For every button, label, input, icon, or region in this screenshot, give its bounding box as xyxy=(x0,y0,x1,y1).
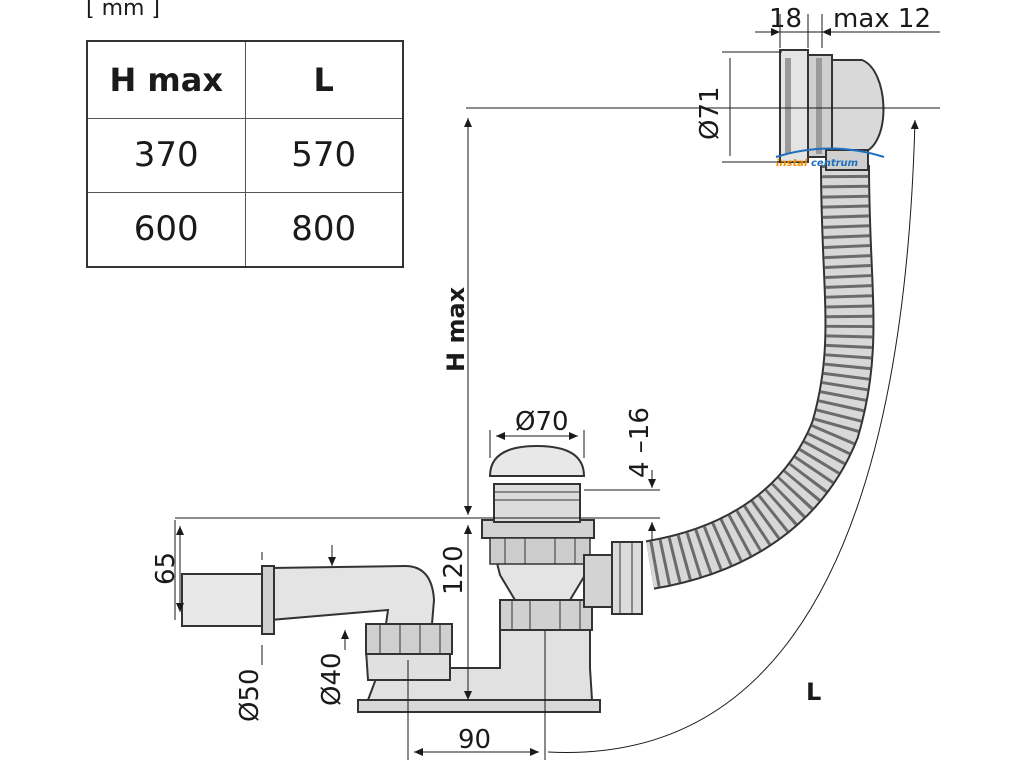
instalcentrum-logo: instal centrum xyxy=(775,147,885,169)
table-cell: 800 xyxy=(244,191,404,268)
dim-length-label: L xyxy=(806,678,821,706)
table-row: 600 800 xyxy=(86,191,404,268)
dimension-labels: 18 max 12 Ø71 H max Ø70 4 –16 120 65 Ø50… xyxy=(151,4,931,755)
dimension-lines xyxy=(174,14,940,760)
dim-waste-diameter: Ø70 xyxy=(515,407,569,437)
header-hmax: H max xyxy=(86,40,246,119)
svg-text:centrum: centrum xyxy=(811,158,858,169)
dim-max-label: max 12 xyxy=(833,4,931,34)
table-row: 370 570 xyxy=(86,118,404,193)
dim-outlet-diameter-40: Ø40 xyxy=(317,652,347,706)
table-cell: 570 xyxy=(244,118,404,193)
flexible-hose xyxy=(645,164,875,590)
dim-overflow-diameter: Ø71 xyxy=(695,86,725,140)
dim-waste-thickness: 4 –16 xyxy=(625,407,655,478)
dim-gap-label: 18 xyxy=(769,4,802,34)
waste-assembly xyxy=(357,444,643,713)
table-cell: 370 xyxy=(86,118,246,193)
svg-text:instal: instal xyxy=(776,158,808,169)
dim-body-height: 120 xyxy=(439,545,469,595)
dim-hmax-label: H max xyxy=(442,286,470,372)
dim-offset-label: 90 xyxy=(458,725,491,755)
table-cell: 600 xyxy=(86,191,246,268)
units-label: [ mm ] xyxy=(86,0,161,21)
dim-outlet-diameter-50: Ø50 xyxy=(235,668,265,722)
dimension-table: H max L 370 570 600 800 xyxy=(86,40,404,268)
dim-outlet-height: 65 xyxy=(151,552,181,585)
